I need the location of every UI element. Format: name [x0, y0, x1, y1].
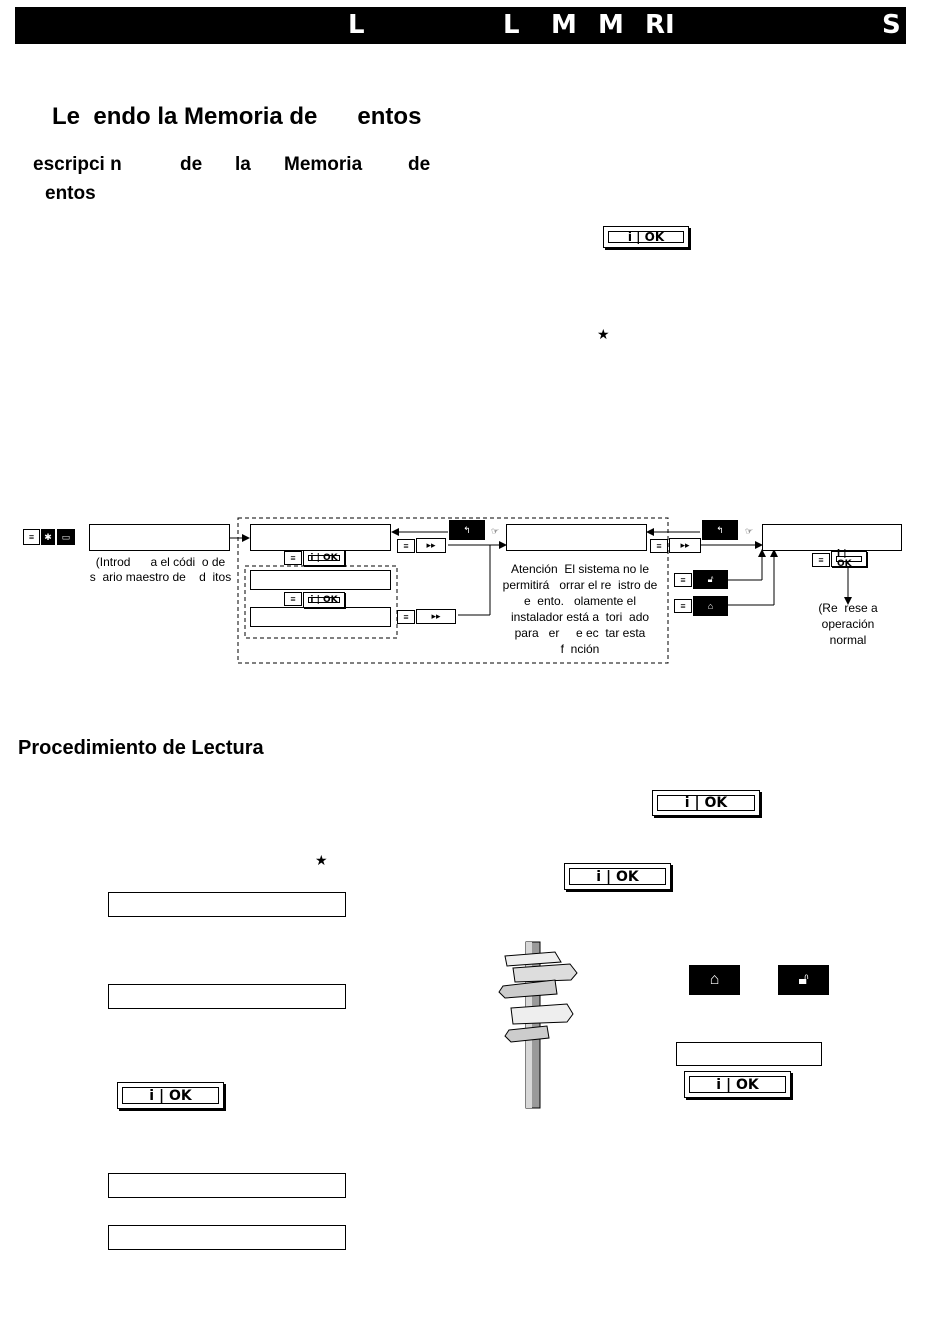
- lcd-display: [762, 524, 902, 551]
- ok-key-label: i | OK: [122, 1087, 219, 1104]
- ok-key-icon: i | OK: [603, 226, 689, 248]
- warning-caption: Atención El sistema no le permitirá orra…: [494, 561, 666, 657]
- ok-key-icon: i | OK: [831, 549, 867, 569]
- subtitle-word: de: [180, 154, 203, 175]
- next-icon: ▸▸: [416, 609, 456, 624]
- ok-key-icon: i | OK: [684, 1071, 791, 1098]
- ok-key-label: i | OK: [836, 549, 862, 569]
- caption-line: s ario maestro de d itos: [89, 570, 232, 584]
- menu-icon: ≡: [284, 592, 302, 606]
- flow-diagram: [229, 517, 852, 664]
- lcd-display: [250, 570, 391, 590]
- lcd-display: [676, 1042, 822, 1066]
- ok-key-label: i | OK: [308, 595, 340, 605]
- next-icon: ▸▸: [416, 538, 446, 553]
- lcd-display: [250, 607, 391, 627]
- code-caption: (Introd a el códi o de s ario maestro de…: [78, 555, 243, 585]
- lcd-display: [108, 1225, 346, 1250]
- return-caption: (Re rese a operación normal: [805, 600, 891, 648]
- header-band: L L M M RI S: [15, 7, 906, 44]
- page-title: Le endo la Memoria de entos: [52, 103, 422, 130]
- caption-line: operación: [821, 617, 875, 631]
- star-icon: ★: [597, 326, 610, 342]
- ok-key-icon: i | OK: [303, 550, 345, 566]
- header-letter: S: [882, 10, 901, 40]
- subtitle-word: la: [235, 154, 251, 175]
- lcd-display: [108, 984, 346, 1009]
- subtitle-word: Memoria: [284, 154, 363, 175]
- next-icon: ▸▸: [669, 538, 701, 553]
- caption-line: (Re rese a: [818, 601, 878, 615]
- caption-line: para er e ec tar esta: [514, 626, 646, 640]
- ok-key-label: i | OK: [569, 868, 666, 885]
- caption-line: f nción: [560, 642, 600, 656]
- hand-pointer-icon: ☞: [486, 524, 504, 538]
- menu-icon: ≡: [812, 553, 830, 567]
- lock-icon: 🔓︎: [778, 965, 829, 995]
- hand-pointer-icon: ☞: [740, 524, 758, 538]
- caption-line: (Introd a el códi o de: [95, 555, 226, 569]
- lcd-display: [108, 1173, 346, 1198]
- lcd-display: [89, 524, 230, 551]
- section-title: Procedimiento de Lectura: [18, 737, 264, 759]
- menu-icon: ≡: [650, 539, 668, 553]
- menu-icon: ≡: [397, 610, 415, 624]
- ok-key-icon: i | OK: [117, 1082, 224, 1109]
- header-letter: M: [598, 10, 624, 40]
- caption-line: instalador está a tori ado: [510, 610, 650, 624]
- ok-key-label: i | OK: [608, 230, 684, 244]
- caption-line: e ento. olamente el: [523, 594, 637, 608]
- subtitle-word: escripci n: [33, 154, 122, 175]
- ok-key-icon: i | OK: [303, 592, 345, 608]
- header-letter: L: [503, 10, 520, 40]
- header-letter: L: [348, 10, 365, 40]
- caption-line: Atención El sistema no le: [510, 562, 650, 576]
- caption-line: normal: [829, 633, 867, 647]
- caption-line: permitirá orrar el re istro de: [502, 578, 658, 592]
- subtitle-word: entos: [45, 183, 96, 204]
- ok-key-icon: i | OK: [652, 790, 760, 816]
- memo-icon: ▭: [57, 529, 75, 545]
- header-letter: RI: [645, 10, 675, 40]
- menu-icon: ≡: [23, 529, 40, 545]
- menu-icon: ≡: [397, 539, 415, 553]
- back-icon: ↰: [449, 520, 485, 540]
- subtitle-word: de: [408, 154, 431, 175]
- lcd-display: [250, 524, 391, 551]
- lcd-display: [506, 524, 647, 551]
- home-icon: ⌂: [689, 965, 740, 995]
- star-icon: ★: [315, 852, 328, 868]
- header-letter: M: [551, 10, 577, 40]
- lcd-display: [108, 892, 346, 917]
- menu-icon: ≡: [674, 599, 692, 613]
- ok-key-icon: i | OK: [564, 863, 671, 890]
- menu-icon: ≡: [284, 551, 302, 565]
- ok-key-label: i | OK: [689, 1076, 786, 1093]
- ok-key-label: i | OK: [657, 795, 755, 811]
- back-icon: ↰: [702, 520, 738, 540]
- ok-key-label: i | OK: [308, 553, 340, 563]
- lock-icon: 🔓︎: [693, 570, 728, 589]
- signpost-illustration: [498, 941, 578, 1109]
- home-icon: ⌂: [693, 596, 728, 616]
- asterisk-icon: ✱: [41, 529, 55, 545]
- menu-icon: ≡: [674, 573, 692, 587]
